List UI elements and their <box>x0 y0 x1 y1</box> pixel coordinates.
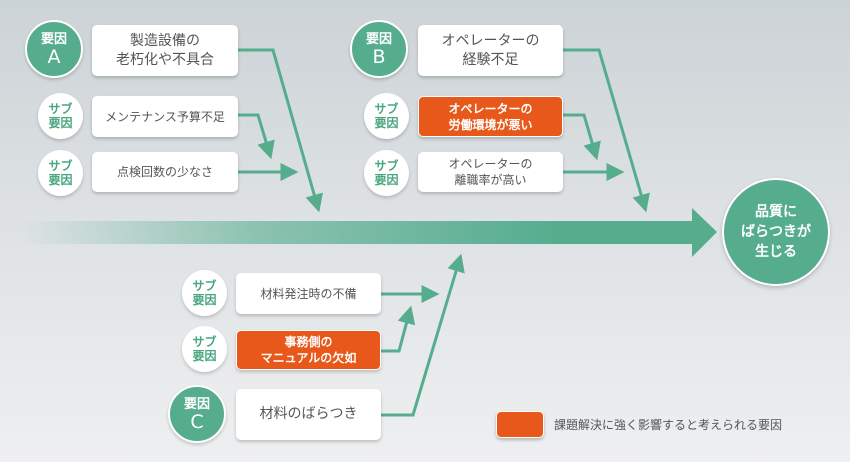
box-text-line: マニュアルの欠如 <box>260 351 357 365</box>
sub-factor-badge-c1: サブ 要因 <box>182 270 227 316</box>
badge-text: 要因 <box>48 173 73 187</box>
line-sub-c2 <box>381 305 416 353</box>
sub-factor-box-c2-highlighted: 事務側の マニュアルの欠如 <box>236 330 381 370</box>
badge-text: サブ <box>374 102 399 116</box>
box-text-line: オペレーターの <box>448 157 533 171</box>
legend: 課題解決に強く影響すると考えられる要因 <box>496 411 782 438</box>
main-factor-badge-c: 要因 C <box>168 385 226 443</box>
badge-text: サブ <box>192 279 217 293</box>
badge-letter: B <box>372 45 386 68</box>
line-main-c <box>381 253 465 417</box>
badge-tag: 要因 <box>40 31 67 47</box>
result-text-line: 品質に <box>755 204 797 220</box>
main-factor-box-a: 製造設備の 老朽化や不具合 <box>92 25 238 76</box>
main-spine-arrow <box>20 208 717 257</box>
badge-text: サブ <box>48 159 73 173</box>
sub-factor-badge-c2: サブ 要因 <box>182 326 227 372</box>
badge-letter: A <box>47 45 61 68</box>
sub-factor-box-a1: メンテナンス予算不足 <box>92 96 238 137</box>
sub-factor-badge-b2: サブ 要因 <box>364 150 409 196</box>
main-factor-box-c: 材料のばらつき <box>236 389 381 440</box>
sub-factor-box-b2: オペレーターの 離職率が高い <box>418 152 563 192</box>
badge-text: 要因 <box>192 349 217 363</box>
result-text-line: 生じる <box>755 244 797 260</box>
box-text-line: メンテナンス予算不足 <box>105 109 225 124</box>
line-sub-b1 <box>563 113 601 161</box>
sub-factor-badge-a2: サブ 要因 <box>38 150 83 196</box>
box-text-line: 製造設備の <box>130 32 200 49</box>
main-factor-badge-a: 要因 A <box>25 20 83 78</box>
badge-text: 要因 <box>374 116 399 130</box>
badge-tag: 要因 <box>365 31 392 47</box>
box-text-line: オペレーターの <box>448 101 533 116</box>
legend-swatch-highlight <box>496 411 544 438</box>
box-text-line: 経験不足 <box>462 51 519 68</box>
line-sub-a1 <box>238 113 275 160</box>
box-text-line: 労働環境が悪い <box>448 117 533 132</box>
sub-factor-box-b1-highlighted: オペレーターの 労働環境が悪い <box>418 96 563 137</box>
box-text-line: 材料のばらつき <box>259 406 358 422</box>
sub-factor-badge-b1: サブ 要因 <box>364 93 409 139</box>
sub-factor-badge-a1: サブ 要因 <box>38 93 83 139</box>
badge-tag: 要因 <box>183 396 210 412</box>
box-text-line: 材料発注時の不備 <box>260 286 357 301</box>
legend-label: 課題解決に強く影響すると考えられる要因 <box>554 418 783 432</box>
badge-text: 要因 <box>374 173 399 187</box>
box-text-line: オペレーターの <box>441 32 540 49</box>
badge-text: 要因 <box>48 116 73 130</box>
badge-letter: C <box>190 410 204 433</box>
badge-text: サブ <box>48 102 73 116</box>
result-effect-circle: 品質に ばらつきが 生じる <box>722 178 830 286</box>
sub-factor-box-a2: 点検回数の少なさ <box>92 152 238 192</box>
line-main-b <box>563 48 650 213</box>
box-text-line: 離職率が高い <box>454 173 527 187</box>
badge-text: サブ <box>374 159 399 173</box>
badge-text: 要因 <box>192 293 217 307</box>
box-text-line: 老朽化や不具合 <box>116 51 214 68</box>
box-text-line: 事務側の <box>284 335 333 349</box>
box-text-line: 点検回数の少なさ <box>116 165 213 179</box>
line-main-a <box>238 48 323 213</box>
main-factor-badge-b: 要因 B <box>350 20 408 78</box>
main-factor-box-b: オペレーターの 経験不足 <box>418 25 563 76</box>
result-text-line: ばらつきが <box>741 224 811 240</box>
badge-text: サブ <box>192 335 217 349</box>
sub-factor-box-c1: 材料発注時の不備 <box>236 273 381 314</box>
